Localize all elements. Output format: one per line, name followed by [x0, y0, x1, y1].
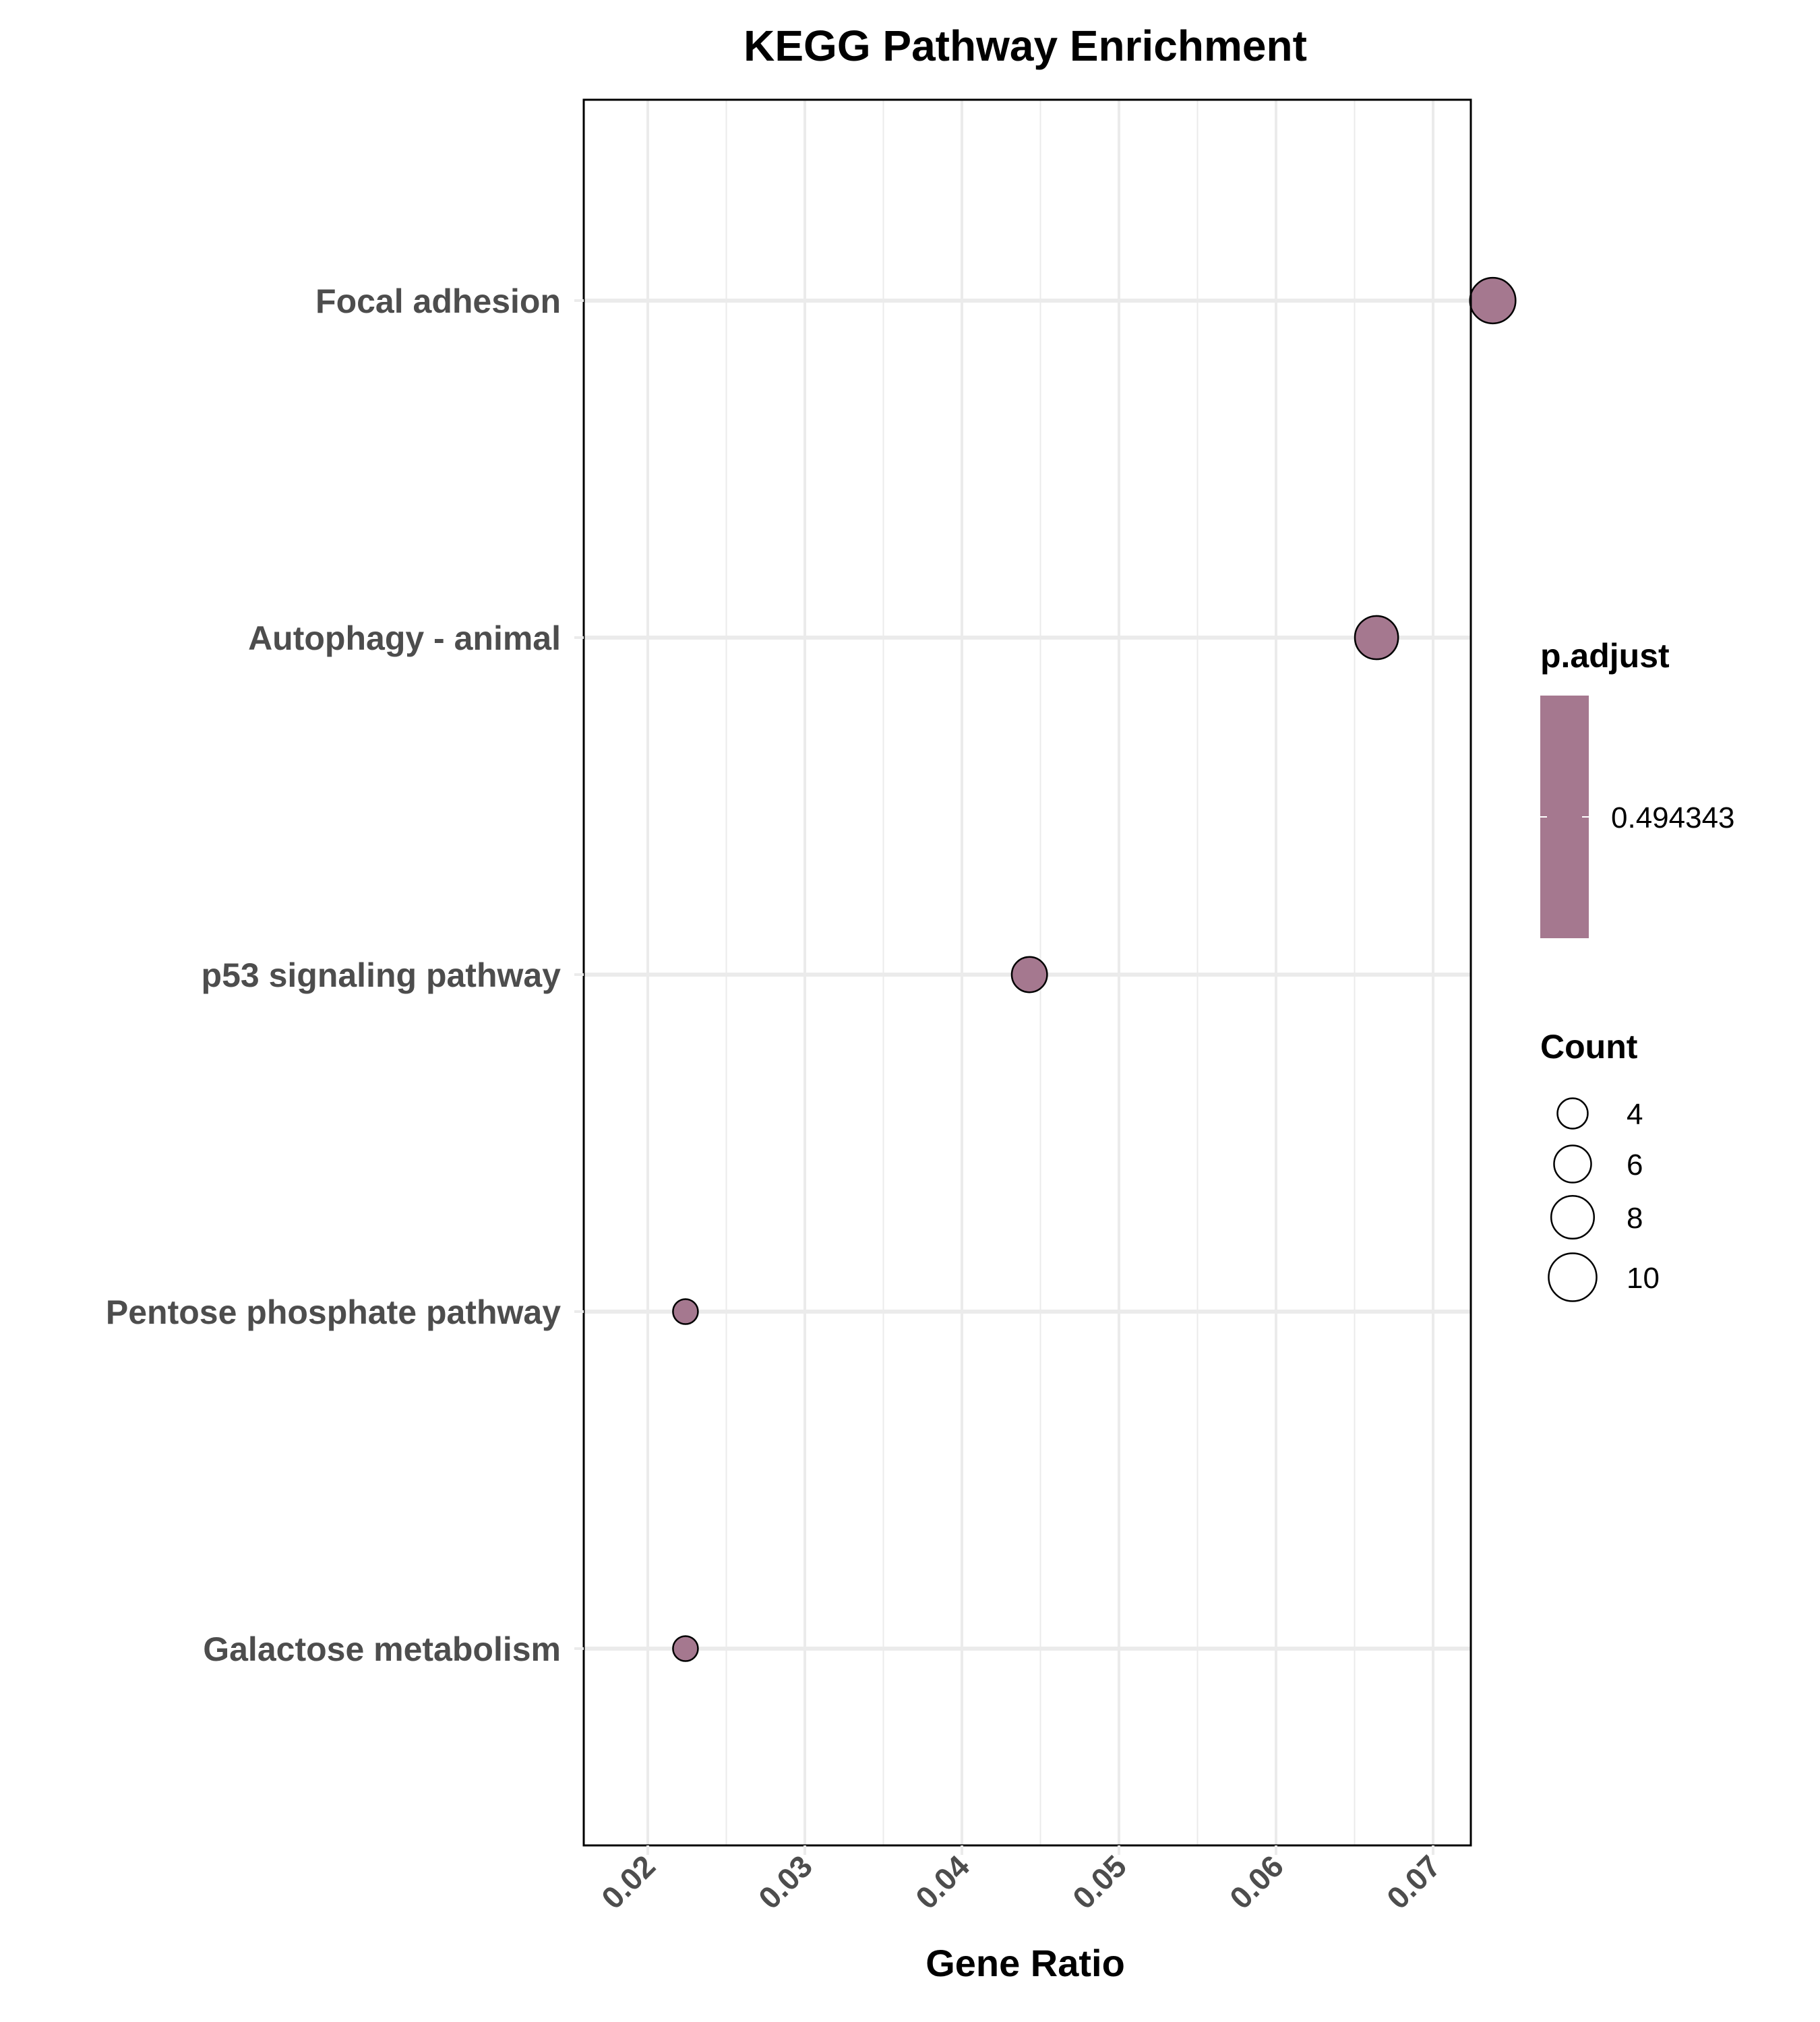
- y-axis-label: Galactose metabolism: [203, 1630, 561, 1668]
- y-axis-label: Focal adhesion: [315, 282, 561, 320]
- y-axis-label: Autophagy - animal: [248, 619, 561, 657]
- count-legend-circle: [1553, 1144, 1592, 1184]
- x-tick-label: 0.04: [909, 1848, 976, 1916]
- x-tick-label: 0.03: [752, 1848, 819, 1916]
- count-legend-label: 4: [1627, 1098, 1643, 1131]
- y-axis-label: p53 signaling pathway: [202, 956, 562, 994]
- x-tick-label: 0.07: [1380, 1848, 1447, 1916]
- count-legend-circle: [1556, 1097, 1589, 1130]
- count-legend-label: 8: [1627, 1202, 1643, 1235]
- count-legend-title: Count: [1540, 1028, 1638, 1066]
- x-tick-label: 0.06: [1223, 1848, 1290, 1916]
- p-adjust-colorbar: [1540, 696, 1589, 938]
- data-point: [1010, 956, 1048, 993]
- chart-title: KEGG Pathway Enrichment: [744, 22, 1307, 70]
- count-legend-circle: [1550, 1194, 1596, 1240]
- data-point: [672, 1635, 699, 1662]
- p-adjust-legend: p.adjust 0.494343: [1540, 637, 1735, 938]
- x-tick-label: 0.02: [595, 1848, 662, 1916]
- plot-panel-border: [582, 98, 1472, 1847]
- data-point: [672, 1298, 699, 1325]
- p-adjust-legend-title: p.adjust: [1540, 637, 1670, 675]
- count-legend-circle: [1548, 1252, 1598, 1302]
- x-axis-title: Gene Ratio: [926, 1942, 1125, 1984]
- count-legend-label: 10: [1627, 1262, 1660, 1295]
- data-point: [1469, 276, 1517, 325]
- p-adjust-legend-label: 0.494343: [1611, 801, 1735, 834]
- x-axis-ticks: 0.02 0.03 0.04 0.05 0.06 0.07: [595, 1845, 1447, 1916]
- data-points: [672, 276, 1517, 1662]
- y-axis-label: Pentose phosphate pathway: [106, 1293, 561, 1331]
- count-legend-label: 6: [1627, 1148, 1643, 1182]
- data-point: [1354, 615, 1399, 661]
- count-legend: Count 4 6 8 10: [1540, 1028, 1660, 1302]
- x-tick-label: 0.05: [1066, 1848, 1133, 1916]
